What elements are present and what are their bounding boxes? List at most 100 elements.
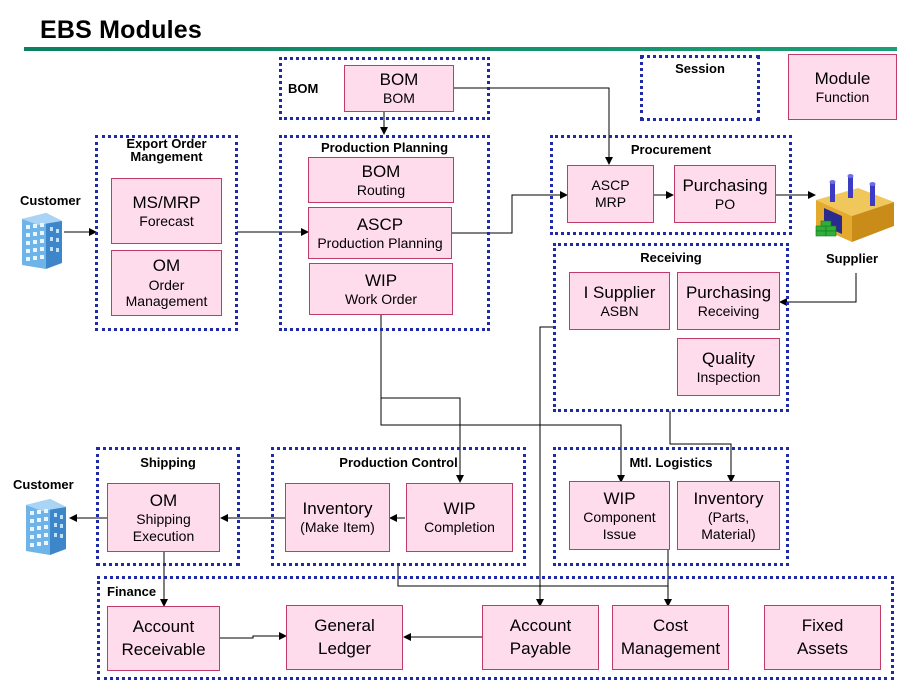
- group-production-planning-label: Production Planning: [320, 140, 449, 155]
- group-production-control-label: Production Control: [339, 455, 458, 470]
- group-finance: [97, 576, 894, 680]
- module-purchasing-receiving[interactable]: Purchasing Receiving: [677, 272, 780, 330]
- group-procurement: [550, 135, 792, 235]
- module-label: OM: [152, 256, 181, 276]
- group-production-planning: [279, 135, 490, 331]
- line-wip-to-completion: [381, 397, 464, 483]
- module-label: Purchasing: [685, 282, 772, 302]
- function-label: ASBN: [600, 302, 639, 319]
- function-label: BOM: [383, 90, 415, 107]
- module-label: OM: [149, 490, 178, 510]
- function-label-1: Shipping: [136, 511, 191, 527]
- function-label: (Make Item): [300, 519, 375, 536]
- arrow-planning-to-procurement: [452, 191, 568, 234]
- arrow-supplier-to-receiving: [779, 273, 857, 306]
- module-label: Quality: [702, 348, 755, 368]
- group-mtl-logistics: [553, 447, 789, 566]
- module-label: Inventory: [302, 499, 373, 519]
- module-quality-inspection[interactable]: Quality Inspection: [677, 338, 780, 396]
- customer-top-label: Customer: [20, 193, 81, 208]
- page-title: EBS Modules: [40, 16, 202, 44]
- function-label-2: Issue: [602, 525, 637, 542]
- module-label: Inventory: [693, 488, 764, 508]
- legend-module-label: Module: [814, 68, 871, 88]
- function-label-2: Material): [701, 525, 756, 542]
- group-shipping: [96, 447, 240, 566]
- module-label-2: Management: [620, 638, 721, 658]
- function-label-1: Component: [583, 509, 656, 525]
- module-label: ASCP: [356, 214, 404, 234]
- module-fixed-assets[interactable]: Fixed Assets: [764, 605, 881, 670]
- module-general-ledger[interactable]: General Ledger: [286, 605, 403, 670]
- function-label: MRP: [594, 194, 627, 210]
- module-label: WIP: [603, 488, 636, 508]
- group-procurement-label: Procurement: [630, 142, 712, 157]
- module-label: I Supplier: [583, 282, 656, 302]
- group-bom-label: BOM: [288, 81, 319, 96]
- group-finance-label: Finance: [107, 584, 157, 599]
- module-account-receivable[interactable]: Account Receivable: [107, 606, 220, 671]
- module-purchasing-po[interactable]: Purchasing PO: [674, 165, 776, 223]
- module-label: ASCP: [591, 177, 630, 194]
- function-label-2: Management: [125, 293, 208, 310]
- module-label-1: Account: [509, 616, 572, 636]
- module-label: WIP: [364, 270, 398, 290]
- group-mtl-logistics-label: Mtl. Logistics: [629, 455, 713, 470]
- function-label-2: Execution: [132, 527, 195, 544]
- group-receiving: [553, 243, 789, 412]
- module-isupplier-asbn[interactable]: I Supplier ASBN: [569, 272, 670, 330]
- group-session: [640, 55, 760, 121]
- module-label-2: Ledger: [318, 638, 371, 658]
- module-ascp-mrp[interactable]: ASCP MRP: [567, 165, 654, 223]
- line-wip-down: [380, 315, 625, 483]
- module-inventory-parts[interactable]: Inventory (Parts, Material): [677, 481, 780, 550]
- module-label-2: Receivable: [121, 639, 206, 659]
- group-export-order: [95, 135, 238, 331]
- module-label: Purchasing: [682, 175, 768, 195]
- arrow-bom-to-ascp-mrp: [454, 87, 613, 165]
- function-label: PO: [714, 195, 736, 212]
- module-ascp-production-planning[interactable]: ASCP Production Planning: [308, 207, 452, 259]
- supplier-label: Supplier: [826, 251, 879, 266]
- function-label-1: Order: [148, 276, 185, 293]
- group-bom: [279, 57, 490, 120]
- group-export-order-label-2: Mangement: [130, 149, 203, 164]
- group-shipping-label: Shipping: [140, 455, 196, 470]
- module-bom-top[interactable]: BOM BOM: [344, 65, 454, 112]
- arrow-receiving-to-inventory: [669, 411, 735, 483]
- module-inventory-make-item[interactable]: Inventory (Make Item): [285, 483, 390, 552]
- module-om-order[interactable]: OM Order Management: [111, 250, 222, 316]
- title-divider: [24, 47, 897, 51]
- function-label: Completion: [424, 519, 495, 536]
- arrow-isupplier-to-ap: [536, 326, 555, 607]
- module-label: WIP: [443, 499, 476, 519]
- module-label-2: Assets: [796, 638, 849, 658]
- legend-function-label: Function: [815, 88, 870, 105]
- group-export-order-label-1: Export Order: [126, 136, 207, 151]
- customer-bottom-label: Customer: [13, 477, 74, 492]
- module-label-1: Account: [132, 617, 195, 637]
- function-label: Work Order: [344, 290, 418, 307]
- function-label: Inspection: [696, 368, 761, 385]
- module-label: BOM: [379, 70, 419, 90]
- group-session-label: Session: [675, 61, 725, 76]
- function-label: Receiving: [697, 302, 760, 319]
- module-account-payable[interactable]: Account Payable: [482, 605, 599, 670]
- module-wip-component-issue[interactable]: WIP Component Issue: [569, 481, 670, 550]
- module-wip-work-order[interactable]: WIP Work Order: [309, 263, 453, 315]
- building-icon: [22, 213, 62, 269]
- module-cost-management[interactable]: Cost Management: [612, 605, 729, 670]
- module-wip-completion[interactable]: WIP Completion: [406, 483, 513, 552]
- module-label-2: Payable: [509, 638, 572, 658]
- group-receiving-label: Receiving: [640, 250, 702, 265]
- module-label-1: General: [314, 616, 375, 636]
- module-label: BOM: [361, 161, 401, 181]
- module-msmrp-forecast[interactable]: MS/MRP Forecast: [111, 178, 222, 244]
- legend-module-box: Module Function: [788, 54, 897, 120]
- module-bom-routing[interactable]: BOM Routing: [308, 157, 454, 203]
- arrow-ar-to-gl: [220, 632, 287, 640]
- factory-icon: [815, 174, 894, 242]
- function-label-1: (Parts,: [707, 509, 750, 525]
- module-label-1: Fixed: [801, 616, 844, 636]
- module-om-shipping[interactable]: OM Shipping Execution: [107, 483, 220, 552]
